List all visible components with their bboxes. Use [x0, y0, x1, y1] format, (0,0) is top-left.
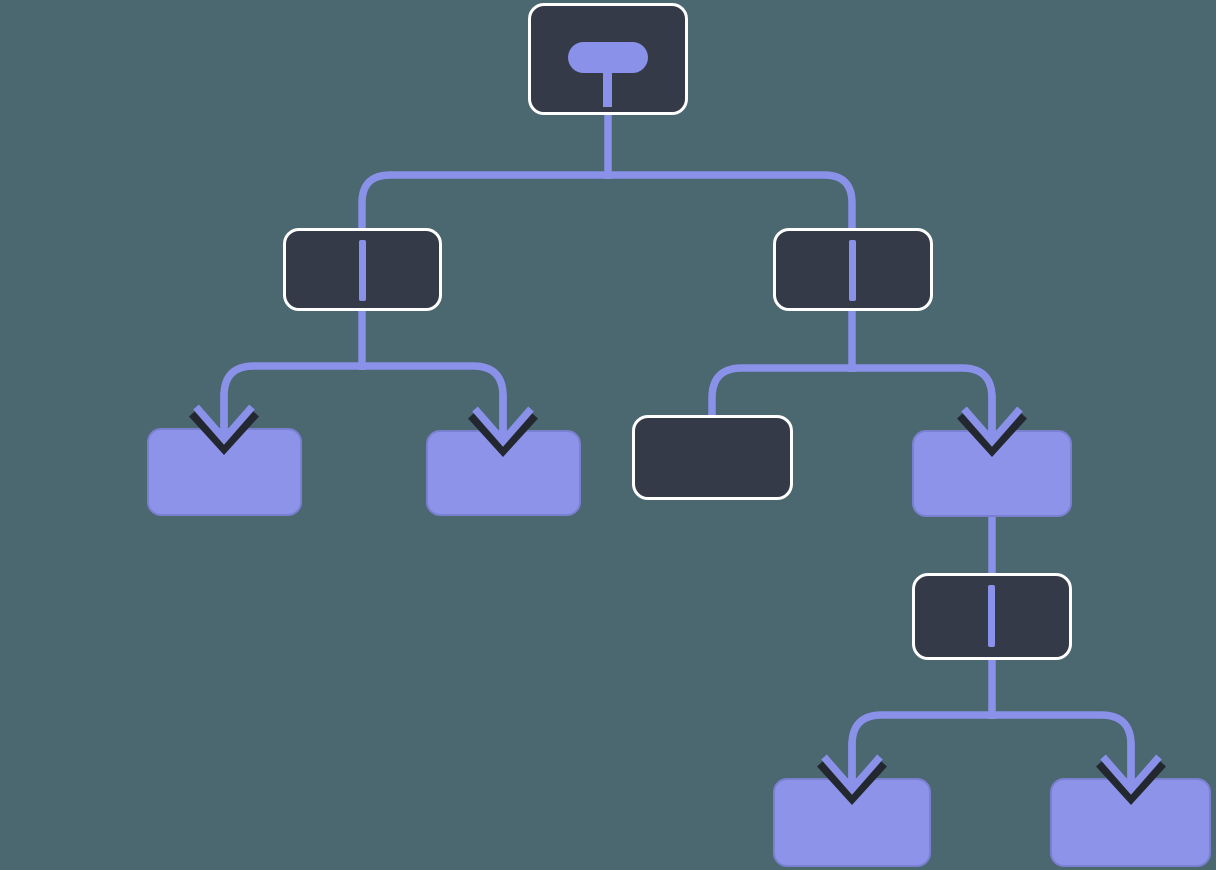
vertical-line-icon: [359, 240, 366, 301]
arrow-down-chevron-icon: [957, 394, 1027, 458]
node-root: [528, 3, 688, 115]
arrow-down-chevron-icon: [189, 392, 259, 456]
edge-right-split: [708, 364, 996, 436]
node-branch-right: [773, 228, 933, 311]
edge-level2-split: [358, 171, 856, 230]
node-branch-bottom: [912, 573, 1072, 660]
pill-with-stem-icon: [568, 42, 648, 73]
node-plain-dark: [632, 415, 793, 500]
vertical-line-icon: [849, 240, 856, 301]
arrow-down-chevron-icon: [468, 394, 538, 458]
edge-left-split: [220, 362, 507, 436]
pill-stem-icon: [603, 70, 612, 107]
edge-bottom-split: [848, 711, 1135, 784]
arrow-down-chevron-icon: [1096, 742, 1166, 806]
arrow-down-chevron-icon: [817, 742, 887, 806]
node-branch-left: [283, 228, 442, 311]
vertical-line-icon: [988, 585, 995, 647]
